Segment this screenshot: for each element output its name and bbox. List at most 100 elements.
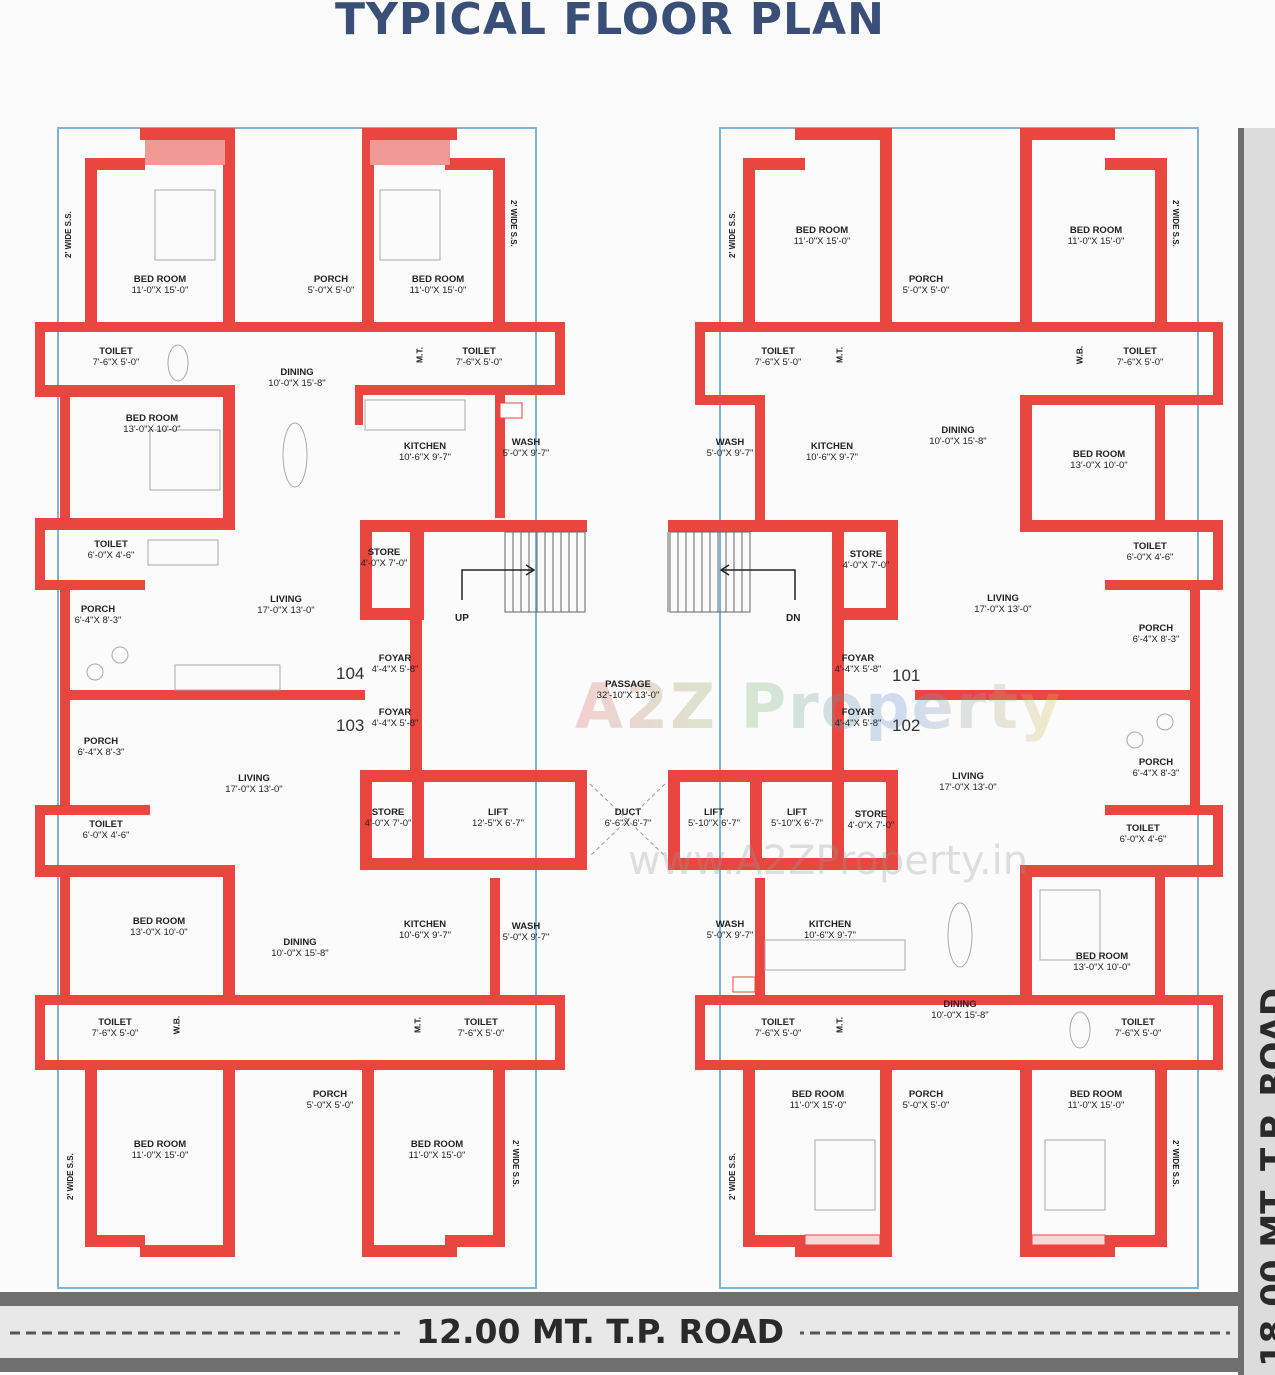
room-name: BED ROOM bbox=[1069, 1089, 1123, 1100]
room-name: BED ROOM bbox=[1075, 951, 1129, 962]
room-dimension: 5'-0"X 5'-0" bbox=[902, 1100, 950, 1111]
room-name: KITCHEN bbox=[810, 441, 854, 452]
room-dimension: 32'-10"X 13'-0" bbox=[596, 690, 660, 701]
sunshade-label: 2' WIDE S.S. bbox=[1171, 200, 1180, 247]
room-name: LIVING bbox=[987, 593, 1019, 604]
room-name: PORCH bbox=[313, 274, 349, 285]
duct-cross bbox=[589, 783, 666, 857]
room-name: LIVING bbox=[238, 773, 270, 784]
room-label-f104-mt: M.T. bbox=[415, 347, 426, 363]
room-name: DINING bbox=[943, 999, 977, 1010]
room-name: PASSAGE bbox=[605, 679, 651, 690]
room-dimension: 6'-4"X 8'-3" bbox=[77, 747, 125, 758]
room-name: DINING bbox=[280, 367, 314, 378]
room-dimension: 13'-0"X 10'-0" bbox=[1070, 460, 1128, 471]
room-dimension: 10'-0"X 15'-8" bbox=[271, 948, 329, 959]
room-dimension: 10'-0"X 15'-8" bbox=[929, 436, 987, 447]
room-dimension: 11'-0"X 15'-0" bbox=[408, 1150, 466, 1161]
room-dimension: 4'-4"X 5'-8" bbox=[371, 664, 419, 675]
room-name: BED ROOM bbox=[1072, 449, 1126, 460]
room-name: FOYAR bbox=[841, 653, 875, 664]
room-name: LIVING bbox=[270, 594, 302, 605]
watermark-url: www.A2ZProperty.in bbox=[628, 838, 1029, 884]
room-dimension: 6'-0"X 4'-6" bbox=[1126, 552, 1174, 563]
room-dimension: 11'-0"X 15'-0" bbox=[131, 285, 189, 296]
room-name: W.B. bbox=[1074, 345, 1085, 365]
room-dimension: 5'-0"X 9'-7" bbox=[706, 930, 754, 941]
room-dimension: 5'-0"X 5'-0" bbox=[307, 285, 355, 296]
room-dimension: 5'-0"X 5'-0" bbox=[902, 285, 950, 296]
room-dimension: 4'-0"X 7'-0" bbox=[360, 558, 408, 569]
room-name: LIVING bbox=[952, 771, 984, 782]
room-dimension: 10'-6"X 9'-7" bbox=[398, 452, 452, 463]
room-name: M.T. bbox=[414, 346, 425, 364]
room-dimension: 4'-0"X 7'-0" bbox=[847, 820, 895, 831]
room-dimension: 5'-0"X 5'-0" bbox=[306, 1100, 354, 1111]
room-label-f101-mt: M.T. bbox=[835, 347, 846, 363]
sunshade-label: 2' WIDE S.S. bbox=[728, 1153, 737, 1200]
room-label-f101-wb: W.B. bbox=[1075, 346, 1086, 364]
room-dimension: 17'-0"X 13'-0" bbox=[257, 605, 315, 616]
room-label-f103-mt: M.T. bbox=[413, 1017, 424, 1033]
room-dimension: 4'-4"X 5'-8" bbox=[834, 718, 882, 729]
page-title: TYPICAL FLOOR PLAN bbox=[335, 0, 885, 45]
room-name: TOILET bbox=[99, 346, 133, 357]
room-dimension: 7'-6"X 5'-0" bbox=[91, 1028, 139, 1039]
room-dimension: 6'-4"X 8'-3" bbox=[1132, 634, 1180, 645]
room-dimension: 4'-4"X 5'-8" bbox=[371, 718, 419, 729]
room-name: BED ROOM bbox=[410, 1139, 464, 1150]
room-dimension: 7'-6"X 5'-0" bbox=[455, 357, 503, 368]
room-dimension: 11'-0"X 15'-0" bbox=[793, 236, 851, 247]
room-name: TOILET bbox=[1133, 541, 1167, 552]
room-name: DINING bbox=[941, 425, 975, 436]
room-name: TOILET bbox=[89, 819, 123, 830]
stair-down-label: DN bbox=[786, 613, 801, 624]
room-dimension: 10'-0"X 15'-8" bbox=[268, 378, 326, 389]
room-dimension: 7'-6"X 5'-0" bbox=[754, 1028, 802, 1039]
room-name: LIFT bbox=[487, 807, 509, 818]
room-dimension: 11'-0"X 15'-0" bbox=[1067, 1100, 1125, 1111]
room-name: TOILET bbox=[94, 539, 128, 550]
room-dimension: 5'-0"X 9'-7" bbox=[502, 448, 550, 459]
room-dimension: 10'-6"X 9'-7" bbox=[398, 930, 452, 941]
outline-left bbox=[57, 127, 537, 1289]
room-dimension: 6'-6"X 6'-7" bbox=[604, 818, 652, 829]
room-dimension: 10'-6"X 9'-7" bbox=[803, 930, 857, 941]
room-dimension: 11'-0"X 15'-0" bbox=[409, 285, 467, 296]
room-name: STORE bbox=[849, 549, 883, 560]
room-dimension: 13'-0"X 10'-0" bbox=[130, 927, 188, 938]
room-name: M.T. bbox=[834, 346, 845, 364]
sunshade-label: 2' WIDE S.S. bbox=[728, 211, 737, 258]
room-dimension: 4'-0"X 7'-0" bbox=[842, 560, 890, 571]
room-dimension: 10'-0"X 15'-8" bbox=[931, 1010, 989, 1021]
room-name: WASH bbox=[511, 437, 541, 448]
room-dimension: 17'-0"X 13'-0" bbox=[225, 784, 283, 795]
room-name: STORE bbox=[367, 547, 401, 558]
room-name: PORCH bbox=[83, 736, 119, 747]
bottom-road-label: 12.00 MT. T.P. ROAD bbox=[400, 1312, 800, 1354]
flat-number-104: 104 bbox=[336, 664, 365, 683]
